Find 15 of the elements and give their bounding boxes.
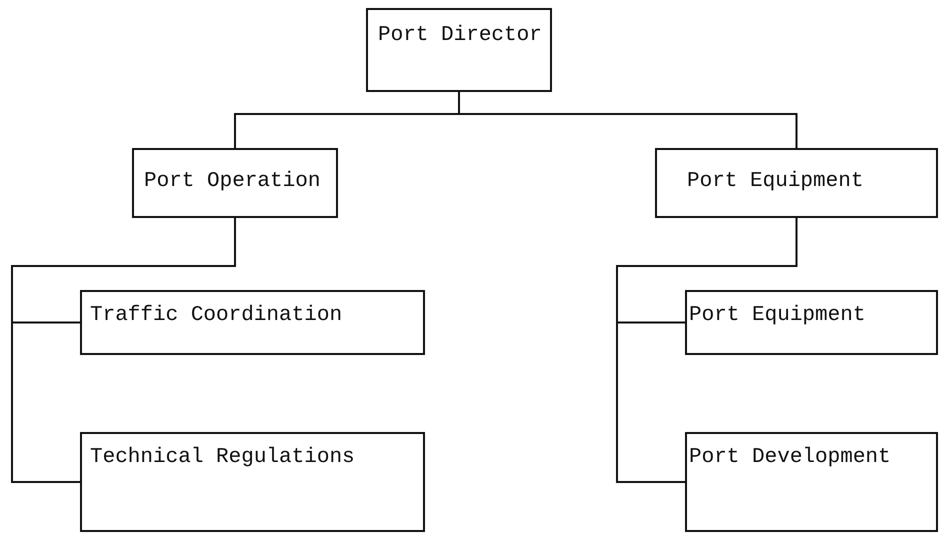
unit-name: Traffic Coordination <box>90 304 342 327</box>
unit-name: Port Equipment <box>687 170 864 193</box>
org-box <box>80 432 425 532</box>
unit-name: Port Operation <box>144 170 320 193</box>
unit-name: Port Equipment <box>689 304 866 327</box>
org-box <box>80 290 425 355</box>
org-box <box>655 148 938 218</box>
org-box <box>366 8 552 92</box>
connector-line <box>458 92 798 148</box>
unit-name: Port Director <box>378 24 542 47</box>
org-box <box>132 148 338 218</box>
org-box <box>685 432 938 532</box>
unit-name: Port Development <box>689 446 891 469</box>
org-box <box>685 290 938 355</box>
unit-name: Technical Regulations <box>90 446 355 469</box>
